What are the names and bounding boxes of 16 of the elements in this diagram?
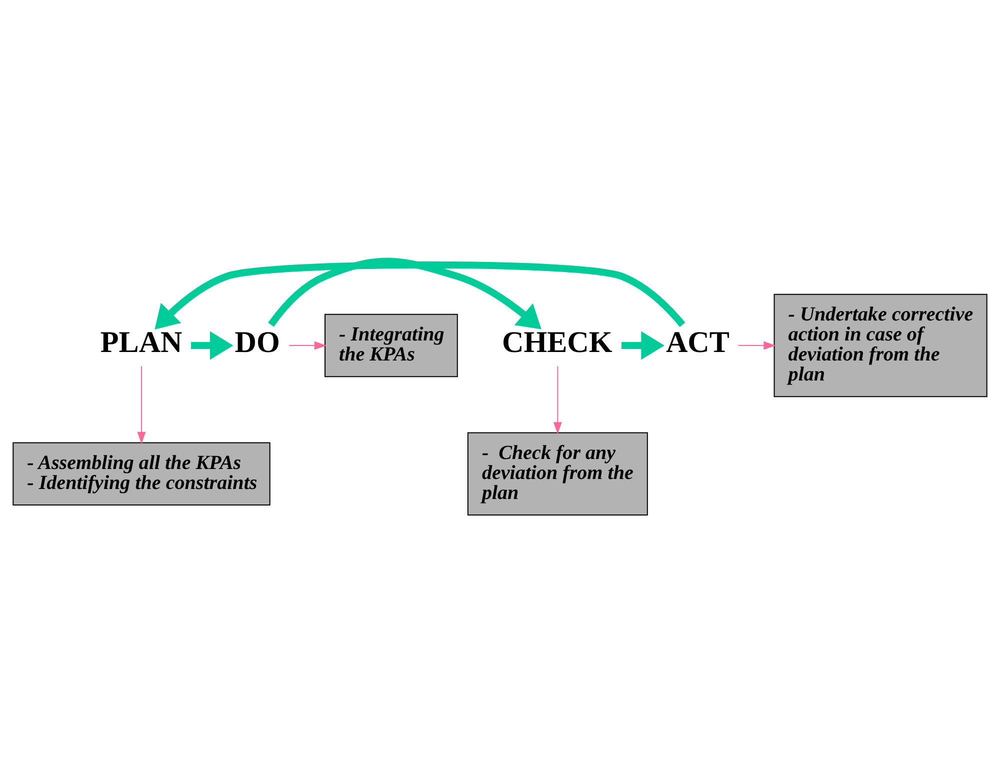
node-box: - Assembling all the KPAs - Identifying the constraints [12, 442, 270, 506]
arrow [137, 366, 146, 444]
node-text: PLAN [100, 325, 182, 360]
node-box: - Integrating the KPAs [324, 314, 458, 378]
node-box: - Check for any deviation from the plan [467, 432, 648, 516]
arrow [622, 331, 664, 360]
node-text: ACT [666, 325, 730, 360]
arrow [289, 341, 326, 350]
arrow [191, 331, 234, 360]
node-text: DO [234, 325, 280, 360]
arrow [553, 366, 562, 434]
node-box: - Undertake corrective action in case of deviation from the plan [774, 294, 988, 398]
arrow [154, 261, 686, 330]
node-text: CHECK [502, 325, 612, 360]
arrow [268, 258, 542, 330]
arrow [738, 341, 776, 350]
